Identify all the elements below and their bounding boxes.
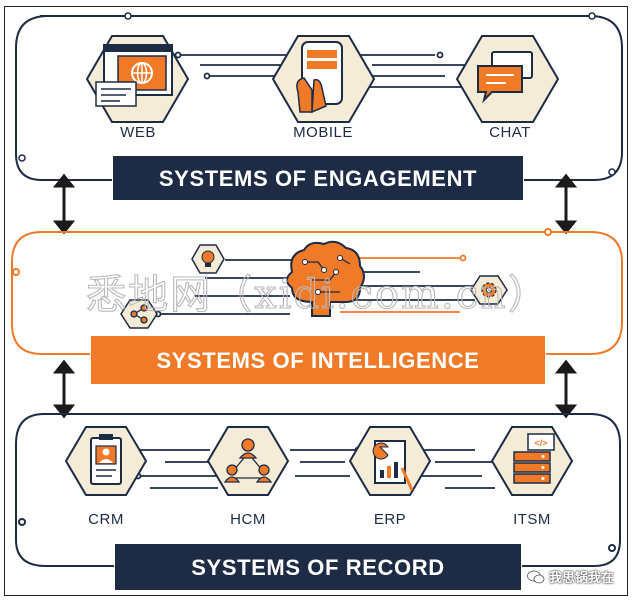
- chat-label: CHAT: [489, 124, 531, 141]
- crm-label: CRM: [88, 511, 124, 528]
- web-browser-icon: [95, 44, 173, 107]
- share-icon: [130, 304, 148, 324]
- image-frame: [4, 6, 628, 596]
- brain-circuit-icon: [286, 240, 365, 317]
- share-node: [120, 299, 158, 329]
- mobile-phone-icon: [296, 41, 343, 114]
- wechat-icon: [527, 570, 545, 583]
- record-frame: [15, 413, 621, 567]
- intelligence-connectors: [154, 254, 475, 318]
- hcm-node: HCM: [206, 426, 290, 528]
- gear-node: [470, 275, 508, 305]
- record-banner: SYSTEMS OF RECORD: [115, 544, 521, 590]
- connector-arrows: [52, 173, 578, 419]
- erp-label: ERP: [374, 511, 406, 528]
- chat-bubble-icon: [477, 51, 533, 104]
- itsm-node: </> ITSM: [490, 426, 574, 528]
- lightbulb-node: [191, 244, 225, 274]
- svg-text:</>: </>: [534, 438, 547, 448]
- watermark-text: 悉地网（xidi.com.cn）: [86, 272, 550, 318]
- gear-icon: [481, 282, 497, 298]
- server-icon: </>: [513, 433, 555, 484]
- lightbulb-icon: [201, 250, 215, 267]
- itsm-label: ITSM: [513, 511, 551, 528]
- intelligence-banner: SYSTEMS OF INTELLIGENCE: [91, 336, 545, 384]
- report-chart-icon: [372, 440, 414, 491]
- intelligence-banner-text: SYSTEMS OF INTELLIGENCE: [156, 348, 479, 373]
- wechat-handle: 我思锅我在: [548, 571, 614, 586]
- people-network-icon: [223, 438, 273, 483]
- wechat-watermark: 我思锅我在: [527, 567, 614, 586]
- web-node: WEB: [85, 35, 190, 141]
- record-banner-text: SYSTEMS OF RECORD: [191, 555, 444, 580]
- web-label: WEB: [120, 124, 156, 141]
- hcm-label: HCM: [230, 511, 266, 528]
- mobile-node: MOBILE: [271, 35, 376, 141]
- engagement-banner: SYSTEMS OF ENGAGEMENT: [113, 156, 523, 200]
- id-card-icon: [90, 434, 122, 485]
- mobile-label: MOBILE: [293, 124, 353, 141]
- engagement-frame: [15, 12, 623, 181]
- engagement-banner-text: SYSTEMS OF ENGAGEMENT: [159, 166, 477, 191]
- chat-node: CHAT: [455, 35, 560, 141]
- crm-node: CRM: [64, 426, 148, 528]
- erp-node: ERP: [348, 426, 432, 528]
- record-connectors: [134, 446, 495, 489]
- intelligence-frame: [11, 228, 623, 355]
